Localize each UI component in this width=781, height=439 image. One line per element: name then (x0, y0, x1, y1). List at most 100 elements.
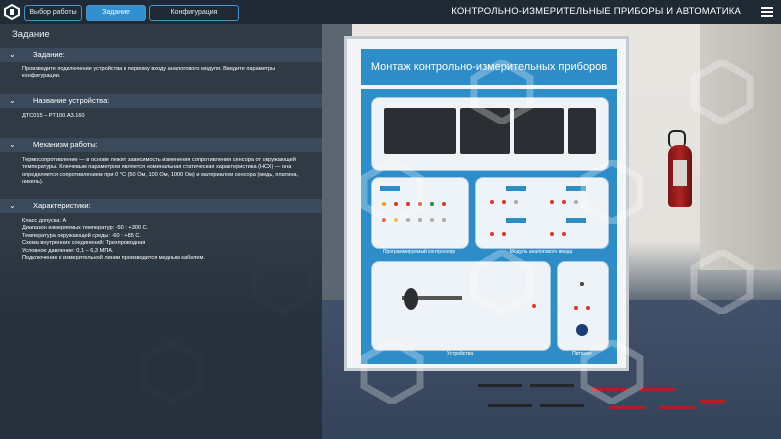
terminal[interactable] (418, 218, 422, 222)
section-heading: Задание: (33, 50, 65, 59)
cable-part[interactable] (530, 384, 574, 387)
tab-work-selection[interactable]: Выбор работы (24, 5, 82, 21)
spec-line: Условное давление: 0,1 – 6,3 МПА. (22, 247, 114, 254)
terminal[interactable] (430, 218, 434, 222)
analog-terminal[interactable] (550, 232, 554, 236)
training-stand[interactable]: Монтаж контрольно-измерительных приборов (344, 36, 629, 371)
spec-line: Температура окружающей среды: -60 : +85 … (22, 232, 141, 239)
terminal[interactable] (406, 218, 410, 222)
extinguisher-label (673, 160, 687, 186)
power-label: Питание (572, 351, 592, 357)
chevron-down-icon: ⌄ (9, 140, 16, 149)
section-text: Термосопротивление — в основе лежит зави… (22, 157, 299, 186)
specs-list: Класс допуска: А Диапазон измеряемых тем… (22, 218, 314, 262)
indicator-green (430, 202, 434, 206)
stand-header: Монтаж контрольно-измерительных приборов (361, 49, 617, 85)
plc-module-1[interactable] (460, 108, 510, 154)
indicator-red (406, 202, 410, 206)
analog-terminal[interactable] (574, 200, 578, 204)
indicator-red (442, 202, 446, 206)
devices-label: Устройства (446, 351, 474, 357)
spec-line: Класс допуска: А (22, 218, 67, 224)
cable-part[interactable] (488, 404, 532, 407)
analog-terminal[interactable] (562, 232, 566, 236)
section-header-device[interactable]: ⌄ Название устройства: (0, 94, 322, 108)
section-heading: Механизм работы: (33, 140, 98, 149)
chevron-down-icon: ⌄ (9, 50, 16, 59)
analog-terminal[interactable] (562, 200, 566, 204)
devices-box[interactable] (371, 261, 551, 351)
red-cable-part[interactable] (700, 400, 726, 403)
watermark-logo-icon (360, 160, 424, 224)
terminal[interactable] (394, 218, 398, 222)
task-panel: Задание ⌄ Задание: Произведите подключен… (0, 24, 322, 439)
section-header-task[interactable]: ⌄ Задание: (0, 48, 322, 62)
watermark-logo-icon (360, 340, 424, 404)
analog-module-box[interactable] (475, 177, 609, 249)
red-cable-part[interactable] (640, 388, 676, 391)
app-logo-icon[interactable] (4, 4, 20, 20)
analog-terminal[interactable] (502, 232, 506, 236)
controller-chip (380, 186, 400, 191)
chevron-down-icon: ⌄ (9, 96, 16, 105)
red-cable-part[interactable] (610, 406, 646, 409)
watermark-logo-icon (690, 250, 754, 314)
power-indicator (580, 282, 584, 286)
spec-line: Диапазон измеряемых температур: -50 : +3… (22, 225, 149, 232)
controller-box[interactable] (371, 177, 469, 249)
analog-chip (566, 218, 586, 223)
spec-line: Подключение к измерительной линии произв… (22, 255, 205, 262)
indicator-yellow (382, 202, 386, 206)
rtd-sensor-head[interactable] (404, 288, 418, 310)
watermark-logo-icon (470, 250, 534, 314)
spec-line: Схема внутренних соединений: Трехпроводн… (22, 240, 146, 247)
power-switch[interactable] (576, 324, 588, 336)
analog-terminal[interactable] (550, 200, 554, 204)
analog-terminal[interactable] (502, 200, 506, 204)
section-text: Произведите подключение устройства к пер… (22, 66, 276, 80)
plc-cpu[interactable] (384, 108, 456, 154)
section-heading: Характеристики: (33, 201, 91, 210)
analog-chip (506, 186, 526, 191)
indicator-red (418, 202, 422, 206)
tab-task[interactable]: Задание (86, 5, 146, 21)
power-terminal[interactable] (574, 306, 578, 310)
section-header-mechanism[interactable]: ⌄ Механизм работы: (0, 138, 322, 152)
red-cable-part[interactable] (592, 388, 628, 391)
red-cable-part[interactable] (660, 406, 696, 409)
watermark-logo-icon (580, 340, 644, 404)
cable-part[interactable] (540, 404, 584, 407)
terminal[interactable] (442, 218, 446, 222)
top-bar: Выбор работы Задание Конфигурация КОНТРО… (0, 0, 781, 24)
analog-terminal[interactable] (490, 200, 494, 204)
terminal[interactable] (382, 218, 386, 222)
power-terminal[interactable] (586, 306, 590, 310)
app-title: КОНТРОЛЬНО-ИЗМЕРИТЕЛЬНЫЕ ПРИБОРЫ И АВТОМ… (451, 6, 741, 17)
watermark-logo-icon (470, 60, 534, 124)
wall-shelf (700, 20, 781, 270)
analog-terminal[interactable] (514, 200, 518, 204)
hamburger-menu-icon[interactable] (761, 7, 773, 17)
section-text: ДТС015 – PT100.A3.160 (22, 113, 85, 119)
analog-chip (566, 186, 586, 191)
controller-label: Программируемый контроллер (382, 249, 456, 255)
device-terminal[interactable] (532, 304, 536, 308)
stand-panel: Программируемый контроллер Модуль аналог… (361, 89, 617, 364)
plc-module-2[interactable] (514, 108, 564, 154)
tab-configuration[interactable]: Конфигурация (149, 5, 239, 21)
analog-chip (506, 218, 526, 223)
stand-title: Монтаж контрольно-измерительных приборов (370, 61, 608, 73)
indicator-red (394, 202, 398, 206)
analog-module-label: Модуль аналогового ввода (509, 249, 573, 255)
chevron-down-icon: ⌄ (9, 201, 16, 210)
rtd-sensor-probe[interactable] (402, 296, 462, 300)
section-header-specs[interactable]: ⌄ Характеристики: (0, 199, 322, 213)
watermark-logo-icon (690, 60, 754, 124)
analog-terminal[interactable] (490, 232, 494, 236)
extinguisher-hose (668, 130, 686, 148)
plc-mount-box[interactable] (371, 97, 609, 171)
watermark-logo-icon (580, 160, 644, 224)
power-box[interactable] (557, 261, 609, 351)
cable-part[interactable] (478, 384, 522, 387)
plc-module-3[interactable] (568, 108, 596, 154)
